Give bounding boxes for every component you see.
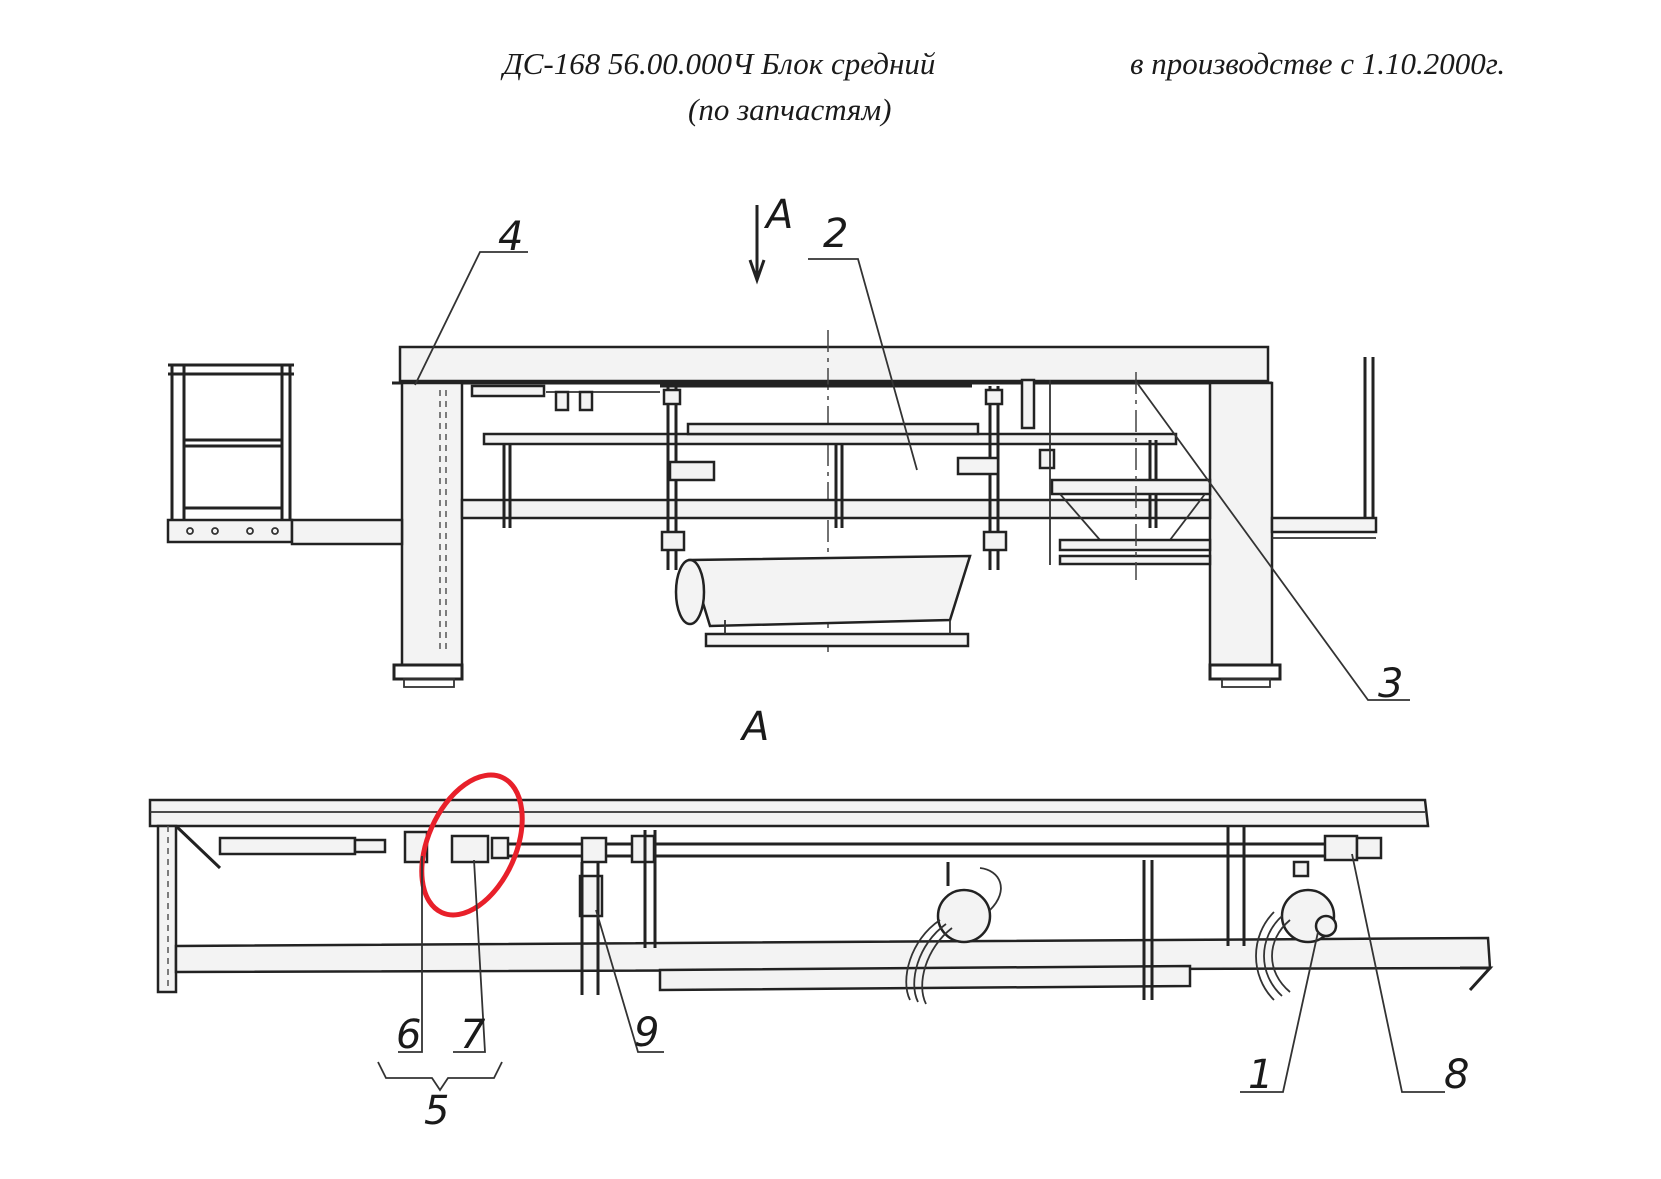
- air-tank-right: [1255, 860, 1338, 1001]
- view-arrow-label: A: [763, 192, 793, 238]
- callout-4: 4: [498, 214, 523, 260]
- upper-rail: [482, 432, 1178, 446]
- section-view-label: A: [739, 704, 769, 750]
- callout-9: 9: [634, 1010, 659, 1056]
- air-tank-left: [905, 862, 1002, 1005]
- callout-8: 8: [1444, 1052, 1469, 1098]
- highlight-ellipse: [419, 772, 525, 918]
- production-note: в производстве с 1.10.2000г.: [1130, 46, 1506, 81]
- callout-2: 2: [823, 211, 848, 257]
- top-frame-beam: [398, 345, 1270, 383]
- right-hopper: [1049, 372, 1212, 580]
- view-a: [148, 772, 1494, 1005]
- callout-7: 7: [460, 1012, 486, 1058]
- drawing-subtitle: (по запчастям): [688, 92, 892, 127]
- drawing-title: ДС-168 56.00.000Ч Блок средний: [503, 46, 936, 81]
- right-bracket: [1270, 357, 1378, 539]
- lower-drum: [674, 554, 972, 648]
- callout-3: 3: [1378, 661, 1403, 707]
- hangers: [502, 386, 1158, 570]
- callout-6: 6: [396, 1012, 421, 1058]
- front-elevation: [166, 205, 1378, 688]
- callout-5: 5: [424, 1088, 449, 1134]
- left-platform: [166, 363, 404, 546]
- deck-beam: [148, 798, 1430, 828]
- right-column: [1208, 381, 1274, 667]
- left-column: [400, 381, 464, 667]
- lower-rail: [174, 936, 1492, 974]
- callout-1: 1: [1248, 1052, 1273, 1098]
